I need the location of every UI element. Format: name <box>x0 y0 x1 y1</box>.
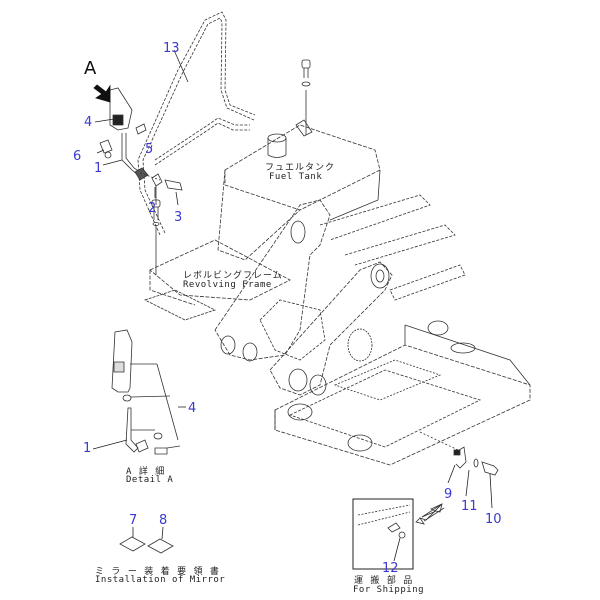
callout-10: 10 <box>485 512 502 527</box>
handrail-bolt <box>296 60 312 136</box>
detail-a-drawing <box>112 330 180 454</box>
fuel-tank-label-en: Fuel Tank <box>269 172 323 182</box>
callout-9: 9 <box>444 487 453 502</box>
detail-a-label-jp: A 詳 細 <box>126 467 166 477</box>
callout-4-detail: 4 <box>188 401 197 416</box>
view-marker-a: A <box>84 58 97 79</box>
callout-5: 5 <box>145 142 154 157</box>
callout-1: 1 <box>94 161 103 176</box>
installation-label-en: Installation of Mirror <box>95 575 226 585</box>
shipping-label-en: For Shipping <box>353 585 425 595</box>
callout-3: 3 <box>174 210 183 225</box>
detail-a-label-en: Detail A <box>126 475 174 485</box>
callout-2: 2 <box>148 201 157 216</box>
revolving-frame-part <box>145 195 465 395</box>
fuel-tank-label-jp: フュエルタンク <box>265 163 336 173</box>
bracket-hardware <box>420 432 498 475</box>
installation-label-jp: ミ ラ ー 装 着 要 領 書 <box>95 567 220 577</box>
callout-8: 8 <box>159 513 168 528</box>
shipping-box <box>353 499 413 569</box>
leader-lines <box>93 50 492 561</box>
fuel-tank-part <box>218 125 380 260</box>
revolving-frame-label-jp: レボルビングフレーム <box>183 271 283 281</box>
shipping-label-jp: 運 搬 部 品 <box>354 576 414 586</box>
callout-13: 13 <box>163 41 180 56</box>
double-arrow-icon <box>416 504 444 524</box>
view-arrow-icon <box>94 85 110 102</box>
sheets <box>120 537 173 553</box>
callout-4: 4 <box>84 115 93 130</box>
callout-6: 6 <box>73 149 82 164</box>
callout-11: 11 <box>461 499 478 514</box>
callout-12: 12 <box>382 561 399 576</box>
callout-1-detail: 1 <box>83 441 92 456</box>
mirror-assembly <box>100 88 182 275</box>
frame-base-part <box>275 321 530 465</box>
revolving-frame-label-en: Revolving Frame <box>183 280 272 290</box>
callout-7: 7 <box>129 513 138 528</box>
